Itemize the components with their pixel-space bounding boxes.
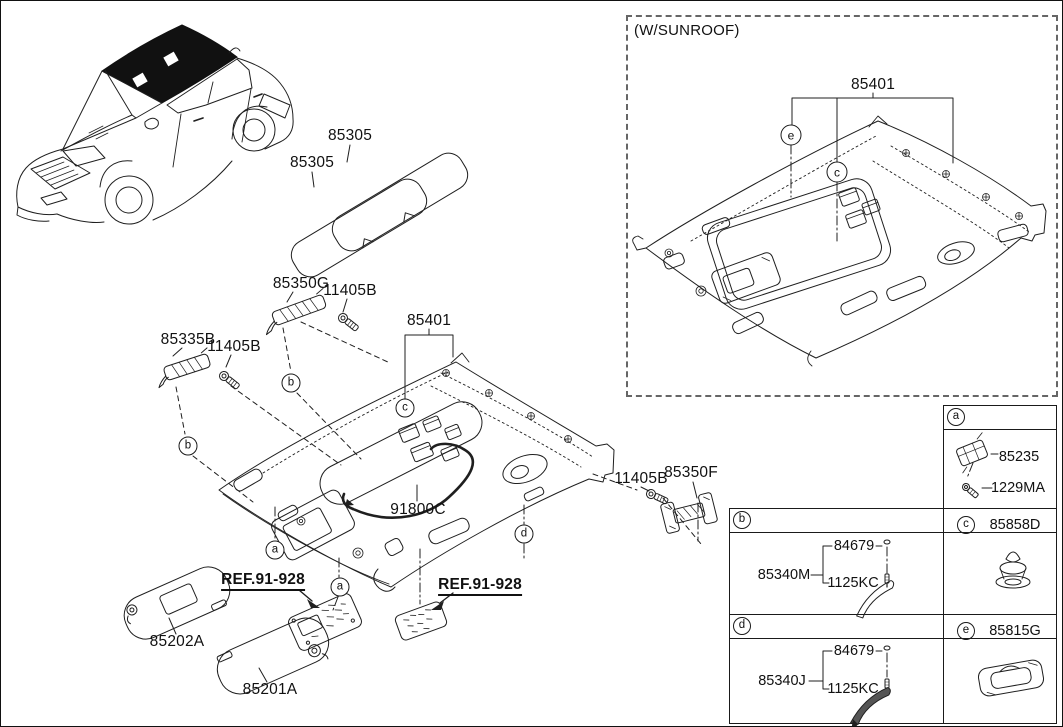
legend-part-1229ma: 1229MA bbox=[990, 480, 1046, 496]
legend-part-1125kc-d: 1125KC bbox=[827, 681, 879, 697]
bracket-85335b bbox=[158, 347, 211, 389]
ref-label-91-928-left: REF.91-928 bbox=[221, 571, 305, 591]
part-label-85305-upper: 85305 bbox=[327, 127, 373, 144]
part-label-85202a: 85202A bbox=[149, 633, 205, 650]
part-label-85401: 85401 bbox=[406, 312, 452, 329]
bolt-11405b-upper bbox=[338, 313, 359, 332]
legend-part-85340j: 85340J bbox=[758, 673, 806, 689]
callout-letter: c bbox=[963, 518, 969, 531]
legend-part-85815g: 85815G bbox=[989, 623, 1041, 639]
part-label-85335b: 85335B bbox=[160, 331, 216, 348]
callout-b-1: b bbox=[178, 436, 198, 456]
legend-cell-a-header bbox=[944, 406, 1056, 430]
part-label-85305-lower: 85305 bbox=[289, 154, 335, 171]
roof-pad-upper bbox=[331, 152, 469, 252]
part-label-11405b-right: 11405B bbox=[614, 470, 668, 487]
legend-cell-d bbox=[729, 614, 944, 724]
ref-label-91-928-right: REF.91-928 bbox=[438, 576, 522, 596]
legend-cell-e-header bbox=[944, 615, 1056, 639]
legend-callout-d: d bbox=[733, 617, 751, 635]
part-label-85350f: 85350F bbox=[664, 464, 718, 481]
callout-letter: a bbox=[952, 410, 960, 423]
legend-cell-d-header bbox=[730, 615, 943, 639]
roof-pad-lower bbox=[290, 178, 428, 278]
callout-a-2: a bbox=[330, 577, 350, 597]
legend-callout-c: c bbox=[957, 516, 975, 534]
callout-letter: d bbox=[520, 527, 528, 540]
callout-c-1: c bbox=[395, 398, 415, 418]
bracket-85350f bbox=[660, 492, 718, 534]
callout-letter: c bbox=[834, 165, 840, 179]
callout-a-1: a bbox=[265, 540, 285, 560]
callout-letter: b bbox=[738, 513, 746, 526]
part-label-85201a: 85201A bbox=[242, 681, 298, 698]
legend-part-85235: 85235 bbox=[998, 449, 1040, 465]
callout-letter: c bbox=[402, 401, 408, 414]
callout-c-sunroof: c bbox=[826, 161, 848, 183]
legend-callout-e: e bbox=[957, 622, 975, 640]
legend-part-1125kc-b: 1125KC bbox=[827, 575, 879, 591]
bolt-11405b-right bbox=[646, 489, 669, 505]
callout-letter: a bbox=[271, 543, 279, 556]
legend-callout-b: b bbox=[733, 511, 751, 529]
part-label-85350g: 85350G bbox=[272, 275, 330, 292]
part-label-11405b-left: 11405B bbox=[207, 338, 261, 355]
callout-letter: d bbox=[738, 619, 746, 632]
part-label-11405b-upper: 11405B bbox=[323, 282, 377, 299]
callout-d-1: d bbox=[514, 524, 534, 544]
legend-callout-a: a bbox=[947, 408, 965, 426]
sunroof-caption: (W/SUNROOF) bbox=[634, 22, 740, 39]
connector-blocks bbox=[398, 415, 462, 463]
callout-letter: e bbox=[962, 624, 970, 637]
overhead-console-1 bbox=[288, 593, 362, 651]
legend-cell-b-header bbox=[730, 509, 943, 533]
legend-cell-c-header bbox=[944, 509, 1056, 533]
overhead-console-2 bbox=[394, 601, 448, 641]
callout-letter: b bbox=[287, 376, 295, 389]
callout-b-2: b bbox=[281, 373, 301, 393]
bolt-11405b-left bbox=[219, 371, 240, 390]
vehicle-illustration bbox=[16, 24, 294, 225]
callout-letter: b bbox=[184, 439, 192, 452]
legend-part-85858d: 85858D bbox=[989, 517, 1041, 533]
legend-cell-b bbox=[729, 508, 944, 615]
callout-letter: a bbox=[336, 580, 344, 593]
legend-part-84679-d: 84679 bbox=[833, 643, 875, 659]
part-label-91800c: 91800C bbox=[390, 501, 446, 518]
legend-part-85340m: 85340M bbox=[757, 567, 811, 583]
part-label-85401-sunroof: 85401 bbox=[850, 76, 896, 93]
bracket-85350g bbox=[265, 288, 327, 336]
callout-e-sunroof: e bbox=[780, 124, 802, 146]
callout-letter: e bbox=[787, 128, 795, 142]
sunroof-variant-box bbox=[626, 15, 1058, 397]
legend-part-84679-b: 84679 bbox=[833, 538, 875, 554]
